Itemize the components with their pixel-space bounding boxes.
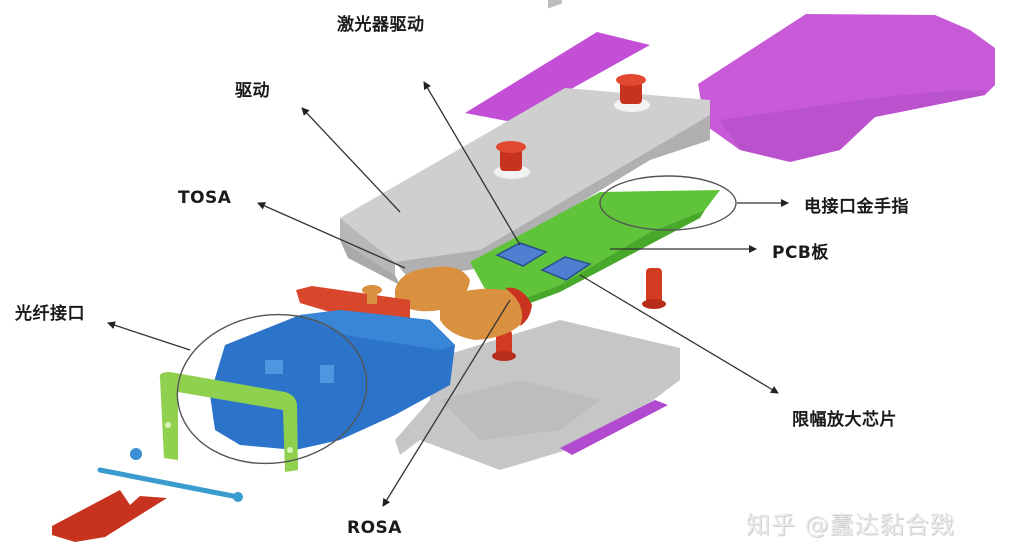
label-limiting-amplifier: 限幅放大芯片 bbox=[792, 410, 897, 430]
leader-tosa bbox=[257, 202, 406, 269]
red-screw-top-2 bbox=[494, 141, 530, 179]
red-screw-pcb bbox=[642, 268, 666, 309]
limiting-amplifier-chip bbox=[540, 256, 592, 281]
leader-driver bbox=[301, 107, 401, 213]
watermark: 知乎 @蠹达黏合戣 bbox=[746, 511, 955, 539]
red-screw-top-1 bbox=[614, 74, 650, 112]
label-pcb: PCB板 bbox=[772, 243, 829, 263]
label-rosa: ROSA bbox=[347, 518, 402, 538]
fiber-interface-highlight bbox=[176, 313, 368, 465]
label-tosa: TOSA bbox=[178, 188, 232, 208]
rosa-assembly bbox=[440, 288, 526, 340]
top-cover bbox=[340, 88, 710, 268]
label-gold-finger: 电接口金手指 bbox=[804, 197, 909, 217]
red-screw-bottom bbox=[492, 330, 516, 361]
pin-rod bbox=[97, 467, 241, 500]
top-heatsink-plate bbox=[465, 32, 650, 122]
laser-driver-chip bbox=[495, 242, 548, 267]
leader-limiting-amp bbox=[579, 274, 779, 394]
leader-laser-driver bbox=[423, 81, 521, 246]
bail-latch bbox=[159, 372, 298, 472]
pcb-board bbox=[470, 190, 720, 300]
red-latch-bar bbox=[296, 286, 410, 335]
leader-rosa bbox=[382, 299, 511, 507]
label-driver: 驱动 bbox=[235, 81, 270, 101]
red-clip bbox=[52, 490, 167, 542]
washer bbox=[130, 448, 142, 460]
gold-finger-highlight bbox=[599, 175, 737, 231]
bottom-heatsink-strip bbox=[560, 400, 668, 455]
label-laser-driver: 激光器驱动 bbox=[337, 15, 425, 35]
label-fiber-interface: 光纤接口 bbox=[15, 304, 85, 324]
leader-fiber bbox=[107, 321, 191, 351]
